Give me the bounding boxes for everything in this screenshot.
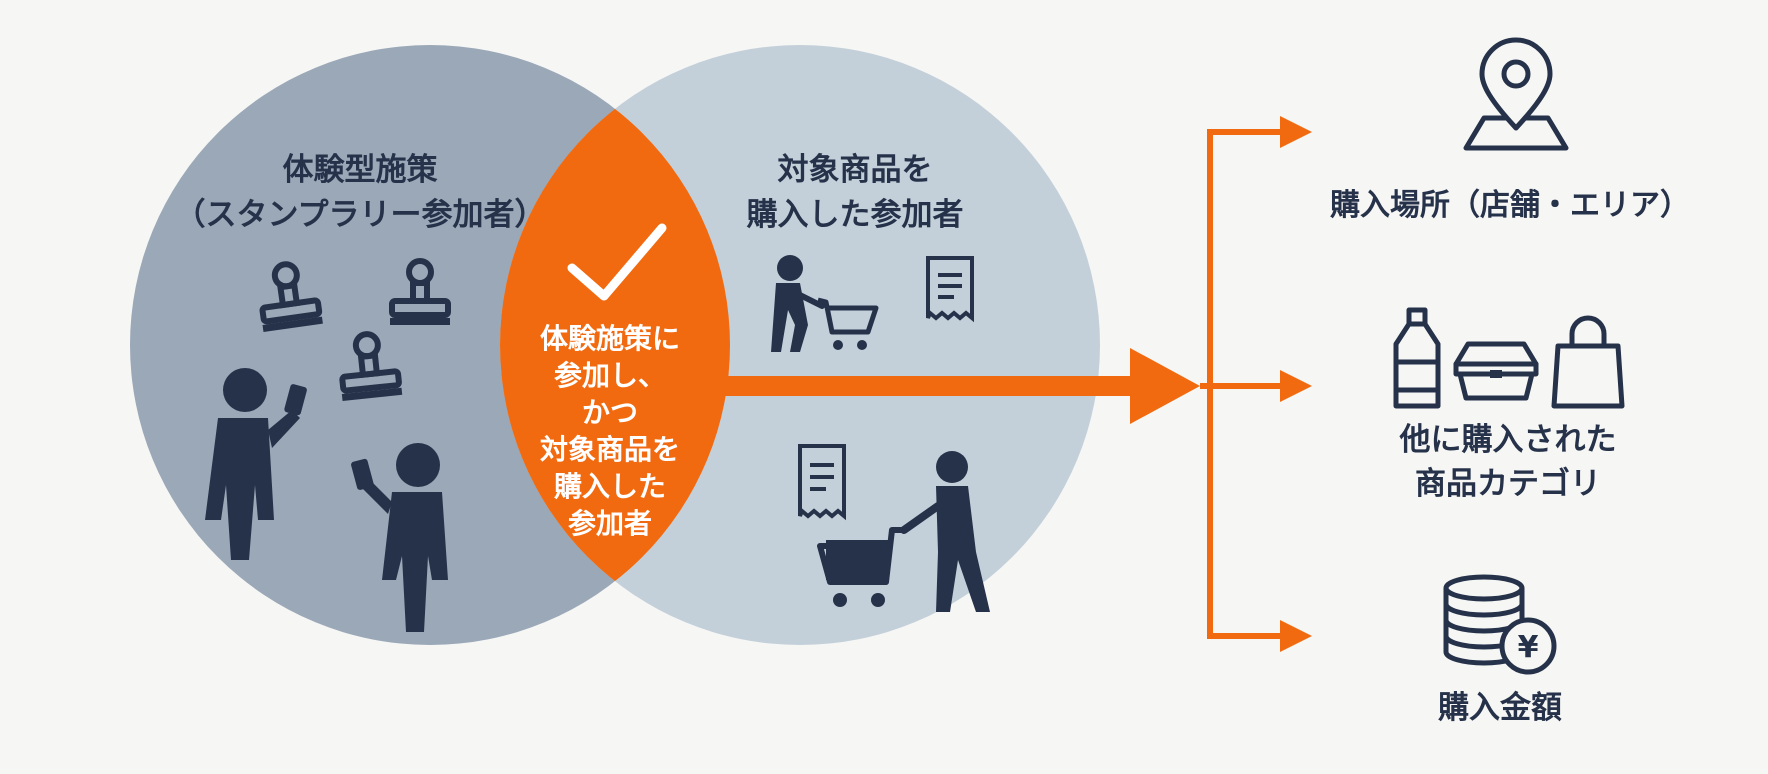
bottle-icon [1393, 307, 1441, 409]
intersection-text-line-3: かつ [582, 396, 638, 429]
output-label-categories-line-2: 商品カテゴリ [1415, 466, 1601, 502]
intersection-text-line-4: 対象商品を [540, 433, 680, 466]
location-map-icon [1463, 37, 1569, 151]
receipt-icon [926, 256, 974, 323]
output-label-amount: 購入金額 [1438, 690, 1562, 726]
intersection-text-line-2: 参加し、 [554, 359, 666, 392]
person-with-phone-icon [351, 443, 448, 632]
person-with-cart-icon [771, 255, 879, 352]
left-circle-title-line-1: 体験型施策 [283, 152, 438, 188]
right-circle-title-line-1: 対象商品を [778, 152, 933, 188]
shopping-bag-icon [1551, 315, 1625, 409]
stamp-icon [389, 258, 451, 325]
intersection-text-line-1: 体験施策に [540, 322, 680, 355]
svg-text:¥: ¥ [1518, 630, 1539, 665]
intersection-text-line-6: 参加者 [568, 507, 652, 540]
right-circle-title-line-2: 購入した参加者 [747, 197, 964, 233]
checkmark-icon [567, 223, 667, 301]
person-with-cart-icon [817, 451, 990, 612]
intersection-text-line-5: 購入した [554, 470, 666, 503]
stamp-icon [259, 261, 323, 332]
intersection-area [500, 45, 730, 645]
person-with-phone-icon [205, 368, 307, 560]
branch-arrows [1200, 116, 1312, 652]
receipt-icon [798, 444, 846, 521]
main-flow-arrow [725, 348, 1200, 424]
output-label-location: 購入場所（店舗・エリア） [1330, 188, 1690, 223]
stamp-icon [339, 331, 403, 402]
coins-yen-icon: ¥ [1443, 574, 1557, 675]
left-circle-title-line-2: （スタンプラリー参加者） [174, 197, 545, 233]
output-label-categories-line-1: 他に購入された [1399, 422, 1617, 458]
food-container-icon [1453, 341, 1539, 401]
